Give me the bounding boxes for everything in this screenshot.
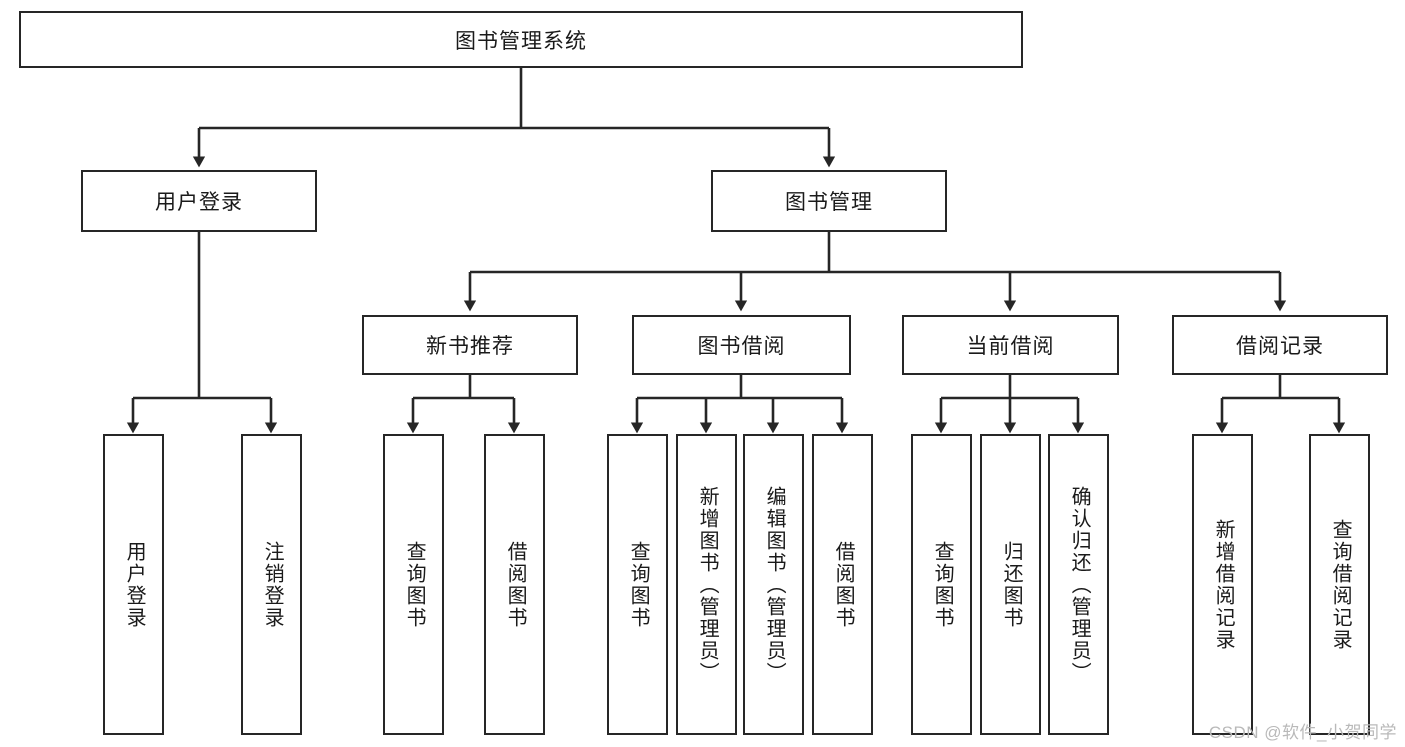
leaf-recommend-query-book[interactable]: 查询图书	[383, 434, 444, 735]
node-label: 图书借阅	[697, 335, 786, 358]
node-label: 查询图书	[627, 540, 650, 629]
node-label: 用户登录	[123, 540, 146, 629]
node-label: 新增图书（管理员）	[696, 485, 719, 684]
node-book-management-system[interactable]: 图书管理系统	[19, 11, 1023, 68]
leaf-borrow-edit-book-admin[interactable]: 编辑图书（管理员）	[743, 434, 804, 735]
node-current-borrow[interactable]: 当前借阅	[902, 315, 1119, 375]
leaf-current-return-book[interactable]: 归还图书	[980, 434, 1041, 735]
leaf-user-login-signin[interactable]: 用户登录	[103, 434, 164, 735]
node-label: 编辑图书（管理员）	[763, 485, 786, 684]
node-book-management[interactable]: 图书管理	[711, 170, 947, 232]
leaf-borrow-add-book-admin[interactable]: 新增图书（管理员）	[676, 434, 737, 735]
leaf-borrow-query-book[interactable]: 查询图书	[607, 434, 668, 735]
node-label: 查询图书	[403, 540, 426, 629]
node-label: 新增借阅记录	[1212, 518, 1235, 651]
node-label: 借阅图书	[832, 540, 855, 629]
node-label: 注销登录	[261, 540, 284, 629]
node-label: 查询借阅记录	[1329, 518, 1352, 651]
node-label: 图书管理系统	[455, 29, 587, 53]
node-book-borrow[interactable]: 图书借阅	[632, 315, 851, 375]
node-label: 确认归还（管理员）	[1068, 485, 1091, 684]
node-label: 归还图书	[1000, 540, 1023, 629]
leaf-recommend-borrow-book[interactable]: 借阅图书	[484, 434, 545, 735]
leaf-user-login-signout[interactable]: 注销登录	[241, 434, 302, 735]
node-label: 新书推荐	[426, 335, 514, 358]
leaf-record-query-record[interactable]: 查询借阅记录	[1309, 434, 1370, 735]
csdn-watermark: CSDN @软件_小贺同学	[1208, 723, 1397, 742]
node-label: 当前借阅	[966, 335, 1055, 358]
node-borrow-record[interactable]: 借阅记录	[1172, 315, 1388, 375]
leaf-record-add-record[interactable]: 新增借阅记录	[1192, 434, 1253, 735]
node-label: 借阅图书	[504, 540, 527, 629]
node-user-login[interactable]: 用户登录	[81, 170, 317, 232]
leaf-current-confirm-return-admin[interactable]: 确认归还（管理员）	[1048, 434, 1109, 735]
node-label: 借阅记录	[1236, 335, 1324, 358]
node-label: 用户登录	[155, 191, 243, 214]
node-new-book-recommend[interactable]: 新书推荐	[362, 315, 578, 375]
node-label: 图书管理	[785, 191, 873, 214]
node-label: 查询图书	[931, 540, 954, 629]
leaf-current-query-book[interactable]: 查询图书	[911, 434, 972, 735]
leaf-borrow-borrow-book[interactable]: 借阅图书	[812, 434, 873, 735]
